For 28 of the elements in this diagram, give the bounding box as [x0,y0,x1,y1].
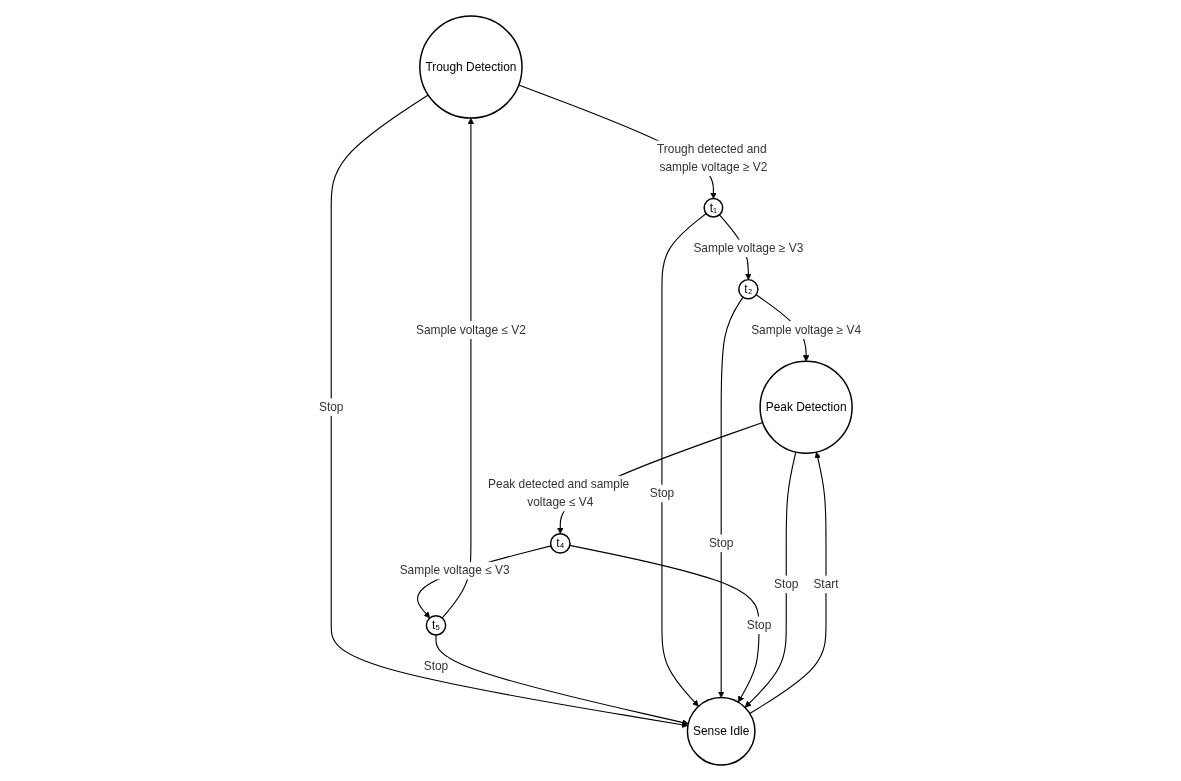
edge-label: Sample voltage ≤ V2 [416,323,527,336]
edge-label: Stop [774,577,799,591]
arrow [557,422,764,535]
edge-label: Sample voltage ≥ V3 [693,241,804,255]
edge-label: Start [813,577,840,591]
arrow [661,212,708,707]
arrow [718,296,745,698]
node-circle: Sense Idle [687,696,757,766]
node-circle: t₁ [703,197,724,218]
edge-label: Stop [319,400,344,414]
edge-label: Peak detected and sample voltage ≤ V4 [488,477,630,509]
edge-label: Stop [747,618,772,632]
arrow [331,94,689,728]
edge-label: Stop [650,486,675,500]
arrow [749,451,827,715]
edge-label: Sample voltage ≤ V3 [400,563,511,577]
node-circle: Peak Detection [759,360,854,455]
node-circle: t₅ [426,614,447,636]
arrow [435,634,690,726]
edge-label: Sample voltage ≥ V4 [751,323,862,336]
node-circle: t₂ [738,278,760,300]
edge-label: Stop [709,536,734,550]
node-circle: t₄ [550,533,572,554]
edge-label: Trough detected and sample voltage ≥ V2 [657,142,768,174]
arrow [745,451,797,708]
node-circle: Trough Detection [419,15,524,119]
edge-label: Stop [424,659,449,673]
arrow [442,117,475,619]
